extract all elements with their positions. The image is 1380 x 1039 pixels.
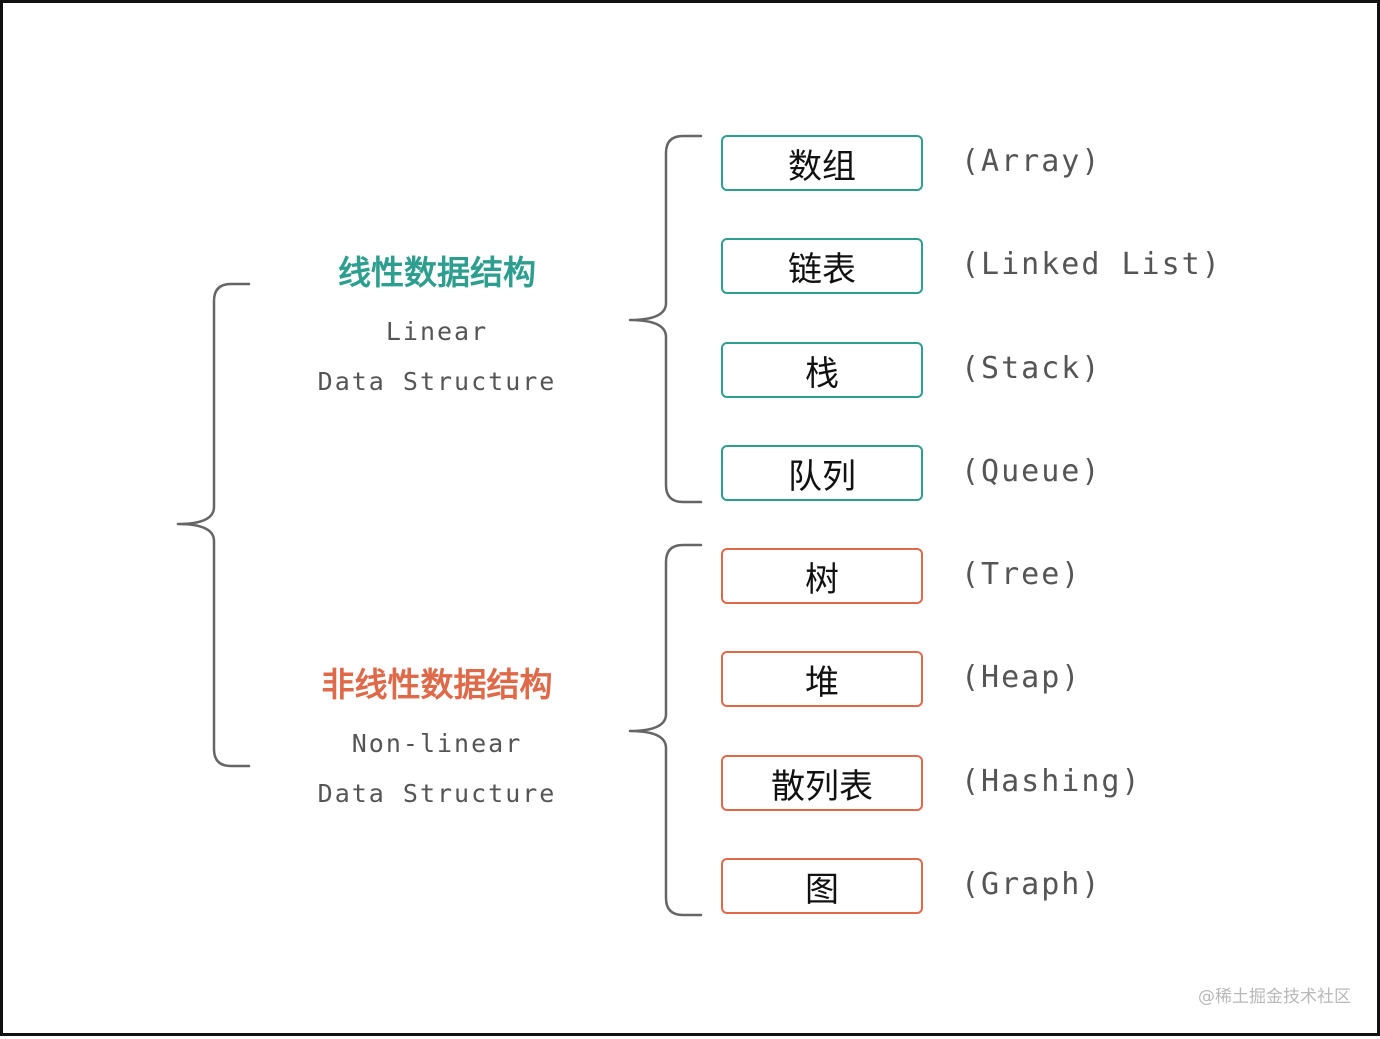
linear-brace <box>628 134 703 504</box>
linear-title-en-line2: Data Structure <box>317 367 557 396</box>
queue-box: 队列 <box>721 445 923 501</box>
nonlinear-title-en-line2: Data Structure <box>317 779 557 808</box>
queue-label: (Queue) <box>961 454 1102 489</box>
tree-label: (Tree) <box>961 557 1082 592</box>
array-label: (Array) <box>961 144 1102 179</box>
brace-lines <box>176 134 703 917</box>
linked-list-box: 链表 <box>721 238 923 294</box>
nonlinear-brace <box>628 543 703 917</box>
array-box: 数组 <box>721 135 923 191</box>
watermark: @稀土掘金技术社区 <box>1198 987 1351 1007</box>
linear-title-zh: 线性数据结构 <box>338 253 536 292</box>
hashing-box: 散列表 <box>721 755 923 811</box>
graph-box: 图 <box>721 858 923 914</box>
heap-box: 堆 <box>721 651 923 707</box>
stack-box: 栈 <box>721 342 923 398</box>
outer-brace <box>176 282 251 768</box>
graph-label: (Graph) <box>961 867 1102 902</box>
nonlinear-title-en-line1: Non-linear <box>351 729 523 758</box>
linear-title-en-line1: Linear <box>385 317 489 346</box>
linked-list-label: (Linked List) <box>961 247 1222 282</box>
nonlinear-title-zh: 非线性数据结构 <box>321 665 553 704</box>
hashing-label: (Hashing) <box>961 764 1142 799</box>
stack-label: (Stack) <box>961 351 1102 386</box>
heap-label: (Heap) <box>961 660 1082 695</box>
tree-box: 树 <box>721 548 923 604</box>
